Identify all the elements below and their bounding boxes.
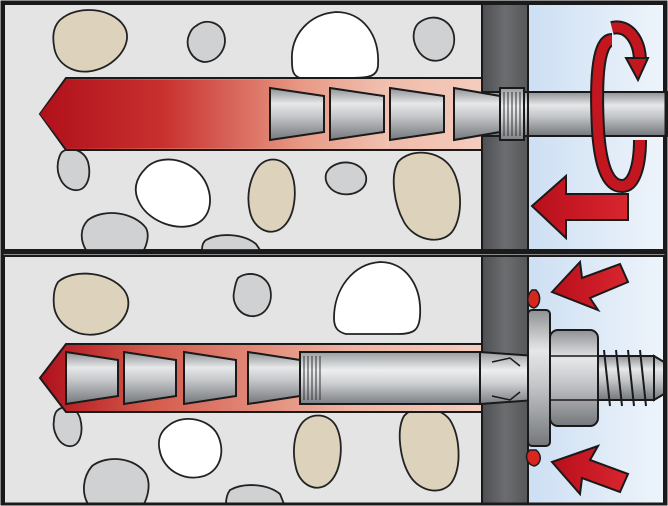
pebble [80,212,149,251]
pebble [412,16,456,62]
pebble [291,11,379,79]
seal-bottom [525,449,541,467]
anchor-expansion-cones [269,86,525,142]
cone [65,350,119,406]
pebble [83,458,150,505]
pebble [186,20,226,63]
clamp-arrow-icon [550,444,630,497]
cone [269,86,325,142]
pebble [56,148,91,191]
push-arrow-icon [530,173,629,241]
anchor-sleeve [299,351,481,405]
cone [183,350,237,406]
hex-nut [549,329,599,427]
pebble [232,273,272,317]
pebble [392,151,461,241]
pebble [324,161,368,196]
panel-installed [3,255,665,505]
pebble [247,158,296,233]
knurl-lines [503,92,521,136]
pebble [52,272,130,336]
knurl-lines [303,356,321,400]
pebble [134,158,211,228]
threaded-rod-end [597,349,665,407]
seal-top [527,289,541,309]
panel-drilling [3,3,668,251]
anchor-expansion-cones [65,350,537,406]
sleeve-slot-lines [491,357,521,401]
aggregate-pebbles [52,9,461,251]
pebble [52,9,128,73]
cone [329,86,385,142]
cone [389,86,445,142]
pebble [333,261,421,335]
pebble [293,414,342,489]
cone [123,350,177,406]
washer [527,309,551,447]
clamp-arrow-icon [550,259,630,313]
cone [453,86,501,142]
cone [247,350,301,406]
rotation-arrow-icon [590,20,650,194]
pebble [157,418,223,479]
